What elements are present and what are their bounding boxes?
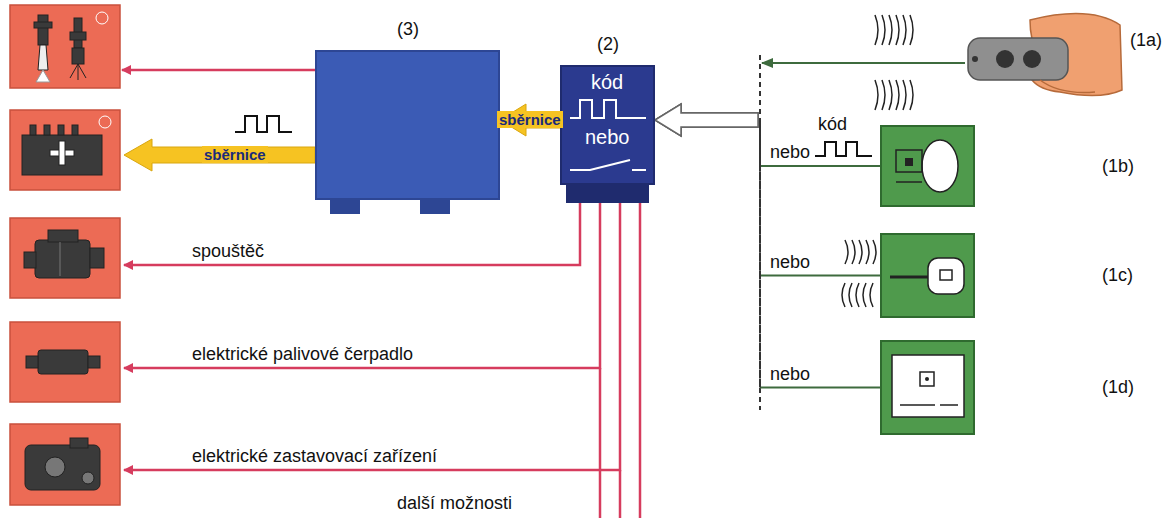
wire-label: elektrické palivové čerpadlo (190, 344, 415, 365)
connector-label: nebo (768, 364, 812, 385)
output-arrow (122, 69, 315, 72)
callout-number: (1b) (1102, 156, 1134, 177)
hollow-arrow (655, 104, 758, 136)
connector-label: nebo (768, 142, 812, 163)
connector-label: sběrnice (497, 111, 563, 128)
immobilizer-unit: (2)kódnebo (560, 65, 655, 185)
wire-label: elektrické zastavovací zařízení (190, 446, 439, 467)
hollow-arrow (655, 104, 758, 136)
connector-housing (330, 198, 450, 214)
output-wire (124, 203, 640, 518)
injection-pump-icon (22, 116, 111, 175)
connector (655, 104, 880, 166)
wire-label: spouštěč (190, 241, 266, 262)
box-text: nebo (585, 126, 630, 149)
injector-icon (34, 12, 108, 82)
signal-line (760, 387, 880, 389)
callout-number: (1c) (1102, 265, 1133, 286)
radio-waves (875, 15, 913, 110)
wire-label: další možnosti (395, 493, 514, 514)
hollow-arrow (655, 104, 758, 136)
connector-label: nebo (768, 252, 812, 273)
callout-number: (2) (597, 34, 619, 55)
callout-number: (1d) (1102, 377, 1134, 398)
dashed-bus (759, 55, 761, 410)
connector (655, 104, 880, 276)
chip-card-box: (1d) (880, 340, 975, 435)
signal-arrow (762, 62, 965, 64)
signal-name: kód (816, 114, 849, 135)
connector-pins (566, 183, 649, 203)
connector (655, 104, 880, 388)
key-fob-box: (1b) (880, 125, 975, 207)
fuel-pump-icon (26, 350, 100, 374)
signal-line (759, 120, 761, 388)
actuator-box (10, 5, 120, 505)
stop-device-icon (25, 438, 100, 490)
signal-line (760, 165, 880, 167)
pulse-symbol (235, 116, 292, 132)
box-text: kód (591, 71, 623, 94)
key-box: (1c) (880, 233, 975, 318)
signal-line (760, 275, 880, 277)
starter-icon (24, 230, 104, 278)
bus-arrow (124, 139, 315, 171)
bus-name: sběrnice (202, 146, 268, 163)
callout-number: (1a) (1128, 30, 1164, 51)
callout-number: (3) (397, 19, 419, 40)
pulse-symbol (815, 142, 872, 156)
hand-remote (968, 14, 1122, 96)
radio-waves (842, 240, 876, 307)
control-unit: (3) (315, 50, 500, 200)
